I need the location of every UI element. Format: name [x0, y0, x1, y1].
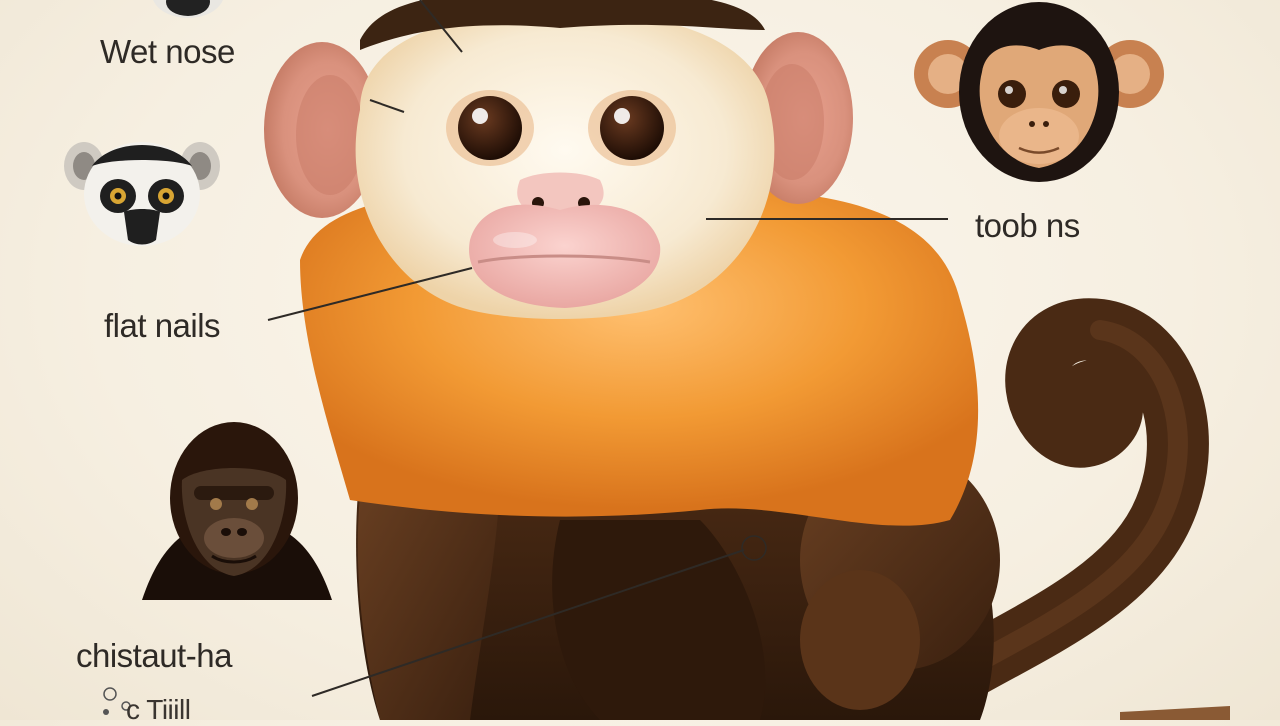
leader-line	[419, 0, 463, 53]
label-toob-ns: toob ns	[975, 207, 1080, 244]
leader-line	[369, 99, 405, 113]
gorilla-icon	[142, 422, 332, 600]
leader-line	[267, 267, 473, 321]
callout-circle	[741, 535, 767, 561]
label-chistaut-ha: chistaut-ha	[76, 637, 232, 674]
label-garbled-bottom: c Tiiill	[126, 694, 191, 725]
chimpanzee-icon	[914, 2, 1164, 182]
lemur-icon	[153, 0, 223, 18]
doodle-decoration	[103, 687, 131, 715]
leader-line	[311, 549, 745, 697]
label-wet-nose: Wet nose	[100, 33, 235, 70]
lemur-icon	[64, 142, 220, 246]
label-flat-nails: flat nails	[104, 307, 221, 344]
